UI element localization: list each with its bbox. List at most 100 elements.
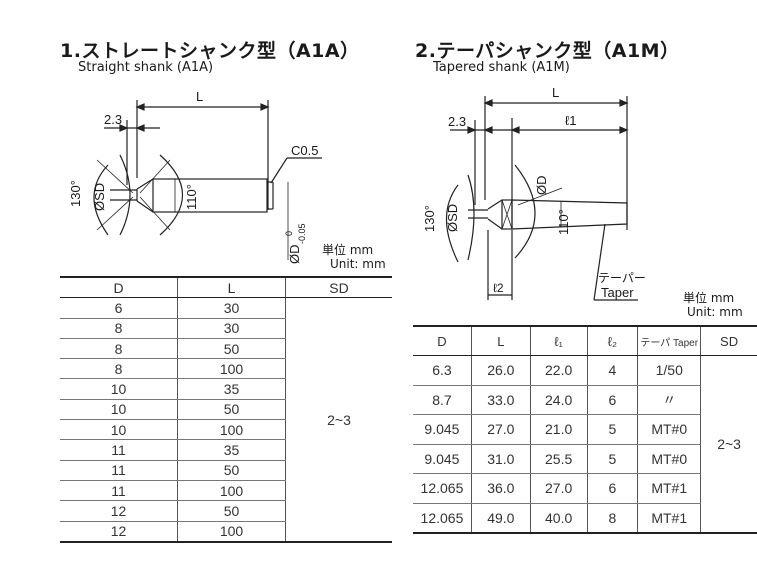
cell-l: 100	[177, 419, 286, 441]
angle-arc-110	[514, 164, 536, 259]
a1a-title: 1.ストレートシャンク型（A1A）	[60, 40, 360, 62]
header-d: D	[60, 276, 178, 299]
label-chamfer: C0.5	[291, 143, 318, 158]
label-angle-cone: 110°	[184, 184, 199, 210]
cell-l2: 5	[587, 414, 639, 445]
dim-arrow	[467, 126, 493, 134]
cell-l: 50	[177, 500, 286, 522]
cell-l2: 5	[587, 444, 639, 474]
a1m-diagram: L ℓ1 2.3 130° ØSD ØD 110° ℓ2 テーパー Taper	[422, 85, 646, 301]
label-l1: ℓ1	[565, 113, 576, 128]
label-taper-en: Taper	[601, 285, 634, 300]
label-angle-tip: 130°	[422, 205, 437, 232]
label-angle-cone: 110°	[556, 209, 571, 235]
angle-arc-130	[119, 154, 131, 236]
angle-leg	[96, 159, 134, 194]
dim-arrow	[510, 126, 629, 134]
table-header-row: D L SD	[60, 276, 392, 299]
cell-l: 30	[177, 318, 286, 339]
label-d: ØD	[287, 245, 302, 265]
angle-leg	[139, 159, 171, 194]
table-row: 9.045 31.0 25.5 5 MT#0	[413, 444, 757, 474]
cell-l: 36.0	[471, 473, 531, 504]
angle-leg	[96, 196, 134, 231]
a1m-unit-ja: 単位 mm	[683, 291, 735, 305]
cell-l1: 25.5	[530, 444, 588, 474]
cell-d: 10	[60, 399, 178, 421]
cell-d: 10	[60, 378, 178, 400]
header-sd: SD	[700, 325, 757, 356]
label-offset: 2.3	[448, 114, 466, 129]
header-l: L	[177, 276, 286, 299]
cell-d: 10	[60, 419, 178, 441]
cell-l: 100	[177, 480, 286, 502]
cell-sd: 2~3	[700, 355, 757, 534]
cell-taper: 〃	[637, 385, 702, 415]
cell-l: 35	[177, 378, 286, 400]
a1a-unit-ja: 単位 mm	[322, 243, 374, 257]
cell-d: 6.3	[413, 355, 472, 386]
header-d: D	[413, 325, 472, 356]
header-taper: テーパ Taper	[637, 325, 702, 356]
cell-taper: MT#1	[637, 503, 702, 534]
cone-edge	[487, 218, 503, 230]
label-angle-tip: 130°	[68, 180, 83, 207]
cell-l1: 27.0	[530, 473, 588, 504]
a1m-unit-en: Unit: mm	[687, 305, 743, 319]
dim-arrow	[135, 103, 270, 111]
label-d: ØD	[534, 176, 549, 196]
leader-line	[270, 157, 288, 184]
cell-l: 26.0	[471, 355, 531, 386]
cell-d: 8	[60, 318, 178, 339]
table-row: 9.045 27.0 21.0 5 MT#0	[413, 414, 757, 445]
cell-l: 50	[177, 399, 286, 421]
cell-l: 27.0	[471, 414, 531, 445]
cell-l2: 4	[587, 355, 639, 386]
leader-line	[517, 187, 563, 206]
cell-l: 33.0	[471, 385, 531, 415]
cell-d: 9.045	[413, 414, 472, 445]
cell-l: 49.0	[471, 503, 531, 534]
table-header-row: D L ℓ₁ ℓ₂ テーパ Taper SD	[413, 325, 757, 356]
cell-l: 100	[177, 358, 286, 380]
table-row: 6.3 26.0 22.0 4 1/50 2~3	[413, 355, 757, 534]
cone-edge	[136, 178, 154, 190]
cell-d: 9.045	[413, 444, 472, 474]
angle-arc-130	[467, 174, 475, 261]
cell-l2: 6	[587, 473, 639, 504]
cell-l: 50	[177, 338, 286, 360]
cell-taper: MT#0	[637, 414, 702, 445]
a1m-table: D L ℓ₁ ℓ₂ テーパ Taper SD 6.3 26.0 22.0 4 1…	[413, 325, 757, 534]
cell-d: 8	[60, 358, 178, 380]
angle-arc-110	[159, 154, 183, 236]
cell-d: 12	[60, 500, 178, 522]
cell-l1: 22.0	[530, 355, 588, 386]
cell-l: 30	[177, 297, 286, 319]
cone-edge	[487, 199, 503, 210]
cell-l: 50	[177, 460, 286, 481]
header-sd: SD	[285, 276, 392, 299]
angle-arc-130	[445, 184, 459, 263]
a1a-diagram: L 2.3 C0.5 130° ØSD 110° ØD 0 -0.05	[68, 89, 322, 265]
header-l2: ℓ₂	[587, 325, 639, 356]
cone-edge	[136, 200, 154, 213]
cell-d: 11	[60, 439, 178, 461]
header-l: L	[471, 325, 531, 356]
a1m-subtitle: Tapered shank (A1M)	[433, 60, 570, 75]
collar	[501, 199, 513, 230]
collar-cross	[501, 199, 513, 230]
table-row: 12.065 49.0 40.0 8 MT#1	[413, 503, 757, 534]
cell-d: 12	[60, 521, 178, 543]
cell-d: 6	[60, 297, 178, 319]
angle-leg	[139, 196, 171, 231]
